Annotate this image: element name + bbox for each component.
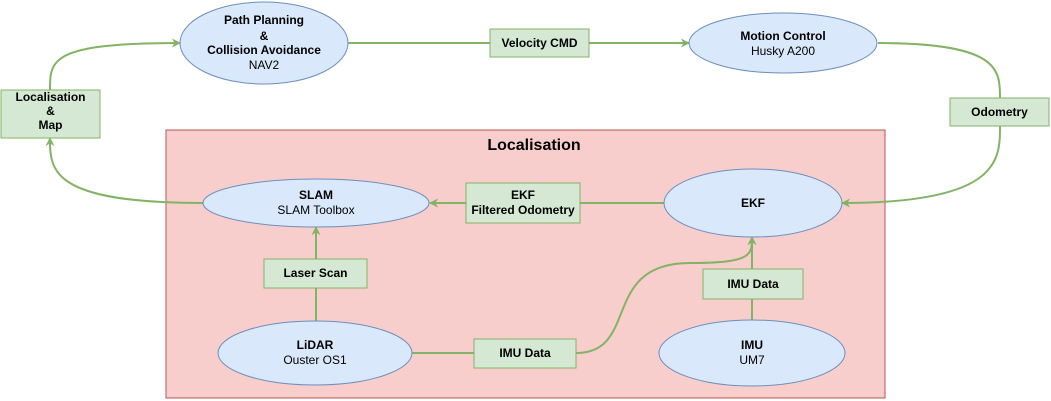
edge-localisation-to-path [49, 38, 181, 91]
edge-imudata-to-ekf [575, 236, 757, 354]
label-imu-data-lidar[interactable]: IMU Data [473, 338, 577, 369]
node-lidar[interactable]: LiDAR Ouster OS1 [217, 320, 413, 386]
lidar-title: LiDAR [297, 338, 334, 352]
laser-scan-text: Laser Scan [283, 266, 347, 280]
imu-sub: UM7 [739, 353, 765, 367]
ekf-filtered-line1: EKF [511, 188, 535, 202]
ekf-title: EKF [741, 196, 765, 210]
label-velocity-cmd[interactable]: Velocity CMD [489, 28, 590, 58]
path-planning-line1: Path Planning [224, 13, 304, 27]
imu-data-lidar-text: IMU Data [499, 346, 551, 360]
localisation-map-line1: Localisation [15, 90, 85, 104]
node-imu[interactable]: IMU UM7 [658, 319, 846, 387]
imu-data-imu-text: IMU Data [727, 277, 779, 291]
label-odometry[interactable]: Odometry [949, 97, 1050, 127]
node-path-planning[interactable]: Path Planning & Collision Avoidance NAV2 [179, 1, 349, 85]
odometry-text: Odometry [971, 105, 1028, 119]
slam-title: SLAM [299, 188, 333, 202]
localisation-map-line3: Map [39, 118, 63, 132]
label-ekf-filtered-odometry[interactable]: EKF Filtered Odometry [465, 182, 581, 224]
node-ekf[interactable]: EKF [663, 168, 843, 238]
label-localisation-map[interactable]: Localisation & Map [0, 89, 101, 139]
edge-motion-to-odometry [877, 42, 1001, 99]
edge-slam-to-localisation [45, 137, 204, 204]
lidar-sub: Ouster OS1 [283, 353, 347, 367]
path-planning-line2: & [260, 29, 269, 43]
path-planning-sub: NAV2 [249, 58, 280, 72]
localisation-map-line2: & [46, 104, 55, 118]
motion-control-title: Motion Control [740, 29, 825, 43]
path-planning-line3: Collision Avoidance [207, 43, 321, 57]
node-motion-control[interactable]: Motion Control Husky A200 [688, 12, 878, 74]
localisation-group-title: Localisation [487, 137, 580, 154]
edge-odometry-to-ekf [841, 125, 1001, 208]
motion-control-sub: Husky A200 [751, 44, 815, 58]
label-laser-scan[interactable]: Laser Scan [263, 258, 368, 289]
imu-title: IMU [741, 338, 763, 352]
ekf-filtered-line2: Filtered Odometry [471, 203, 575, 217]
node-slam[interactable]: SLAM SLAM Toolbox [202, 178, 430, 228]
label-imu-data-imu[interactable]: IMU Data [702, 268, 804, 300]
velocity-cmd-text: Velocity CMD [501, 36, 577, 50]
slam-sub: SLAM Toolbox [277, 203, 354, 217]
